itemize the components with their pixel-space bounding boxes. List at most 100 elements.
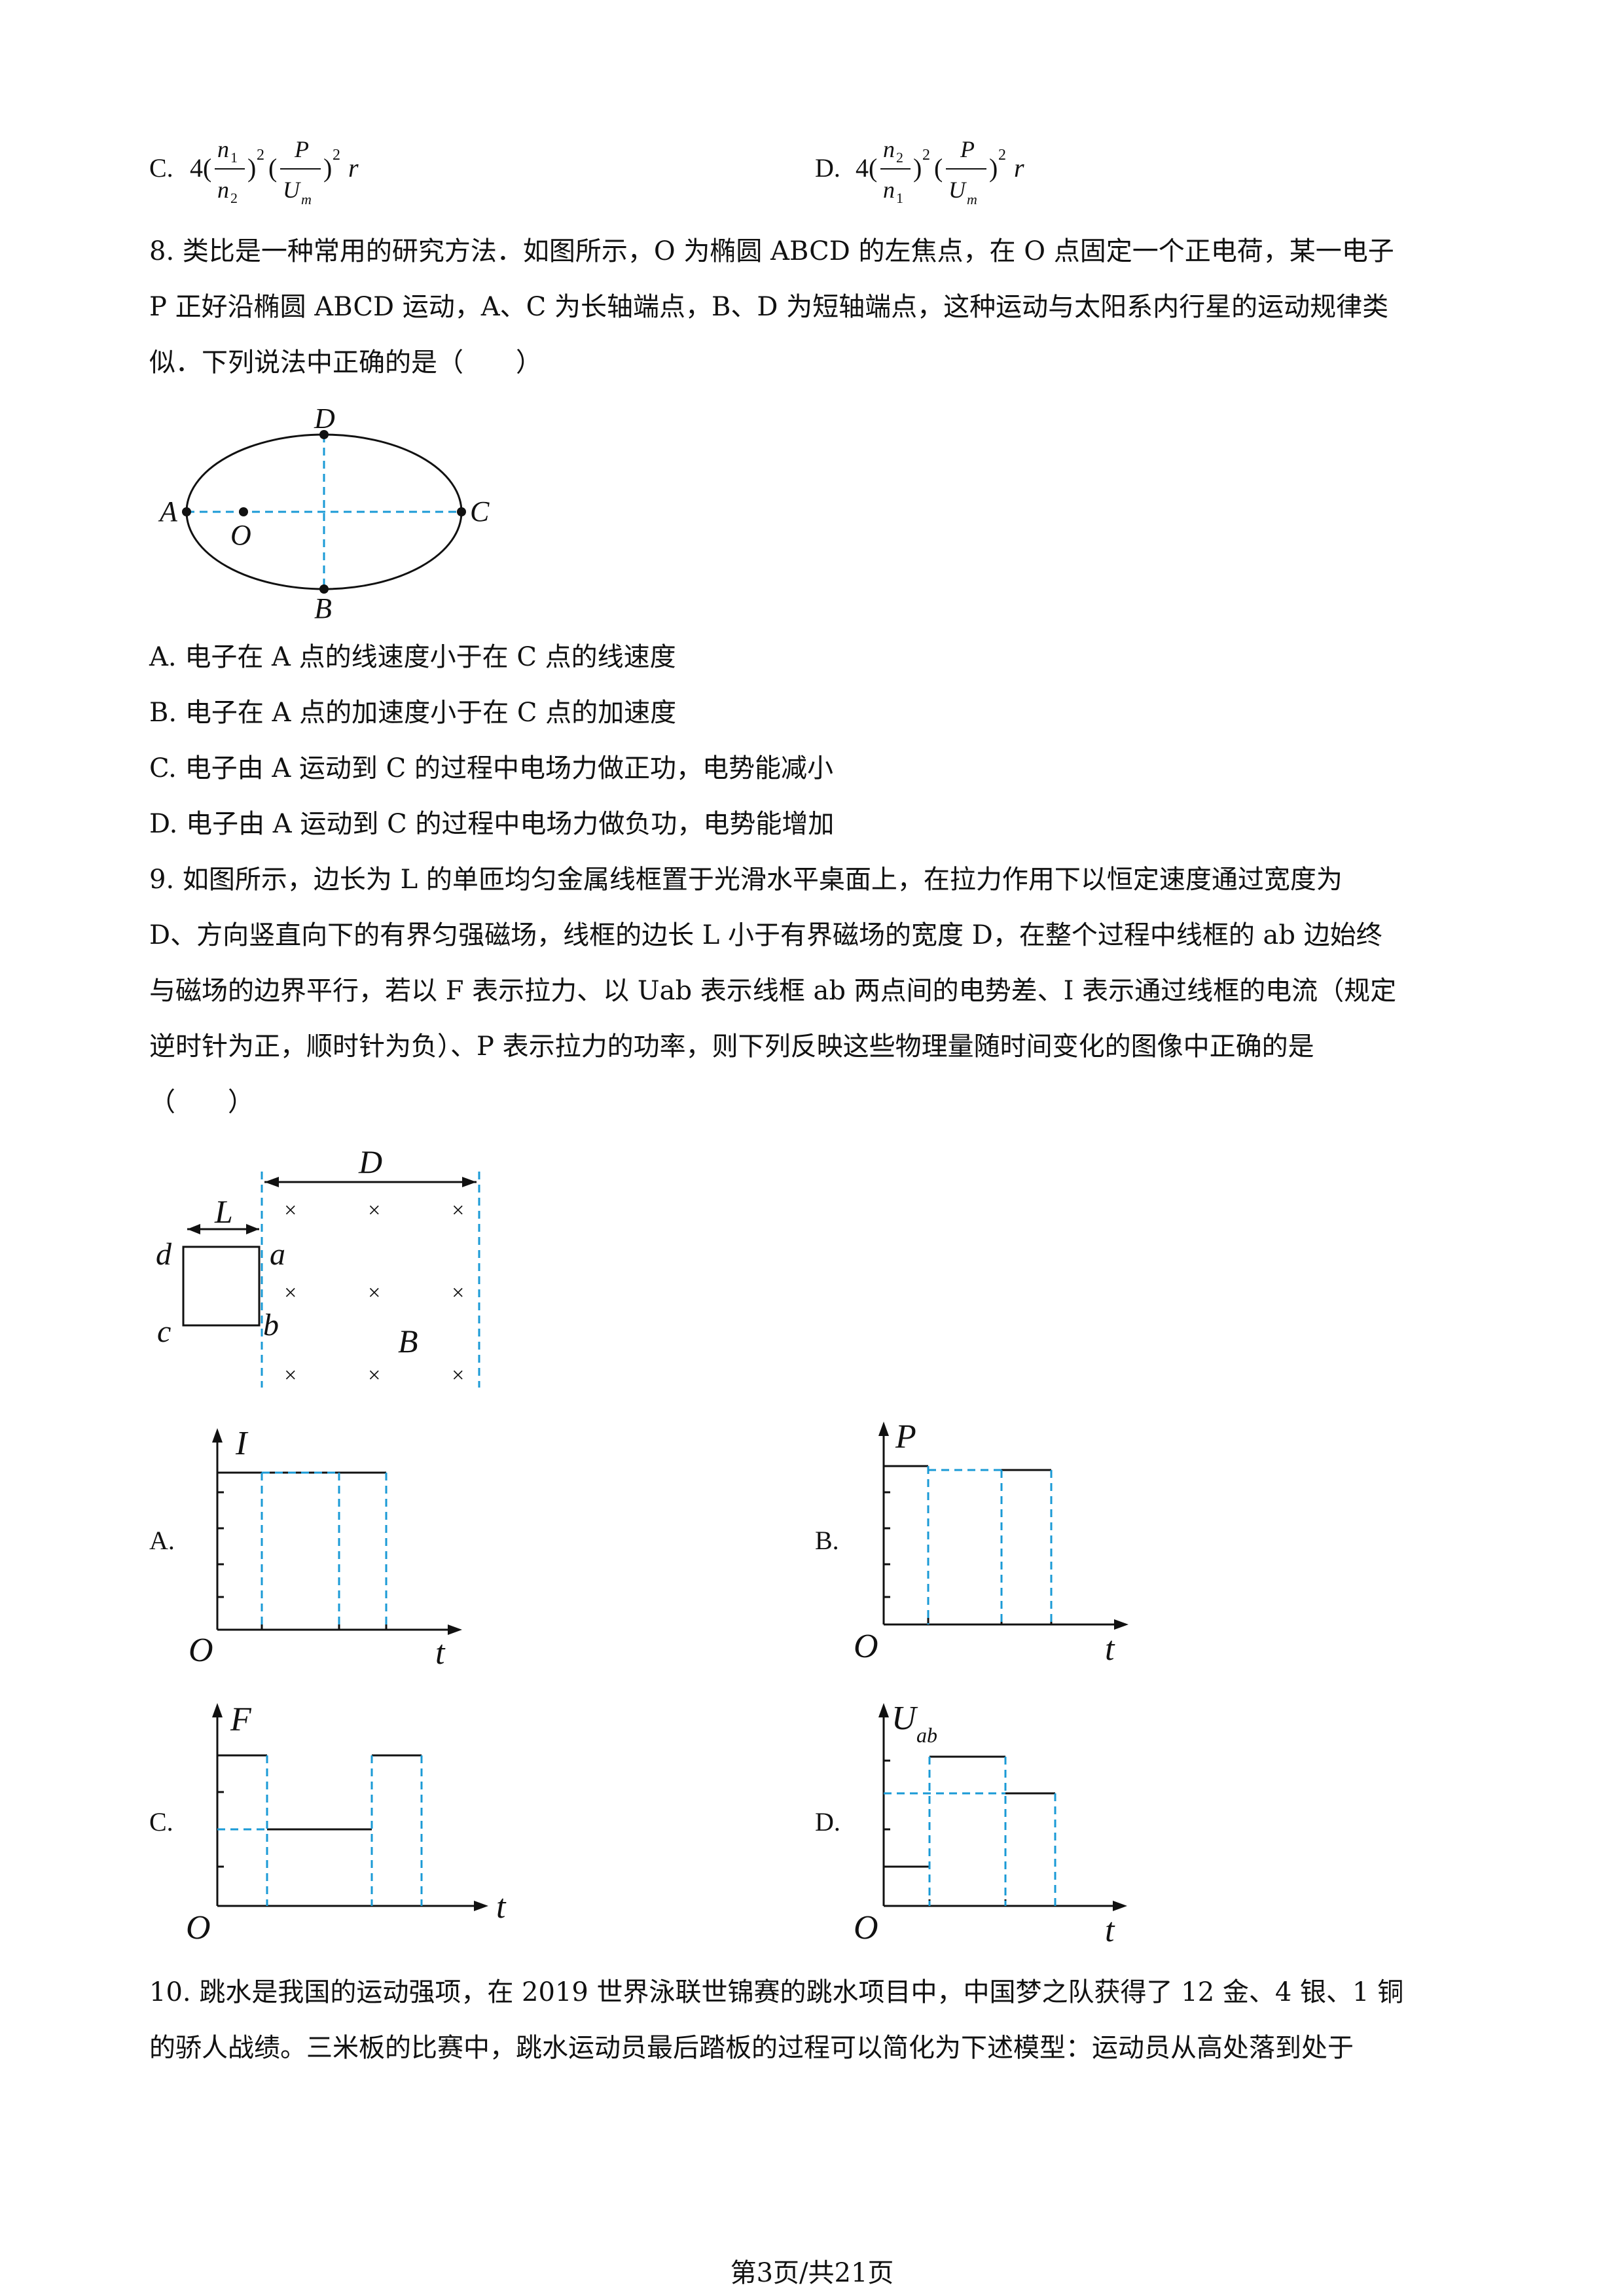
point-c	[457, 507, 466, 516]
option-c-label: C.	[149, 153, 173, 183]
width-arrow-left	[264, 1177, 279, 1187]
origin-label: O	[189, 1632, 213, 1669]
u-sub: m	[967, 191, 977, 207]
origin-label: O	[854, 1909, 878, 1946]
x-label: t	[435, 1634, 446, 1672]
n2-bot-sub: 2	[230, 190, 238, 206]
sq1: 2	[257, 147, 264, 164]
option-d-label: D.	[815, 153, 840, 183]
label-a: A	[158, 495, 178, 528]
y-label: I	[235, 1425, 249, 1462]
y-label: U	[892, 1700, 918, 1737]
coef: 4(	[190, 153, 211, 183]
q9-option-b-label: B.	[815, 1526, 839, 1555]
label-l: L	[214, 1193, 233, 1230]
l-arrow-right	[246, 1224, 259, 1234]
origin-label: O	[186, 1909, 211, 1946]
label-c: C	[470, 495, 490, 528]
n1-top-sub: 1	[230, 149, 238, 166]
point-o	[239, 507, 248, 516]
q9-graph-d: U ab O t	[854, 1700, 1127, 1949]
sq2: 2	[998, 147, 1006, 164]
y-arrow	[212, 1428, 223, 1443]
label-width-d: D	[358, 1145, 382, 1180]
q8-option-b: B. 电子在 A 点的加速度小于在 C 点的加速度	[149, 698, 677, 728]
u-bot: U	[283, 177, 301, 203]
page-footer: 第3页/共21页	[730, 2258, 894, 2288]
open2: (	[934, 153, 943, 183]
label-d: D	[314, 403, 335, 435]
q10-stem-line1: 10. 跳水是我国的运动强项，在 2019 世界泳联世锦赛的跳水项目中，中国梦之…	[149, 1977, 1404, 2007]
u-sub: m	[301, 191, 312, 207]
q9-option-a-label: A.	[149, 1526, 175, 1555]
field-crosses: × × × × × × × × ×	[283, 1198, 465, 1388]
q7-option-d: D. 4( n 2 n 1 ) 2 ( P U m ) 2 r	[815, 131, 1142, 216]
x-label: t	[1105, 1912, 1115, 1949]
q8-stem-line3: 似．下列说法中正确的是（ ）	[149, 348, 542, 378]
label-a-corner: a	[270, 1237, 285, 1272]
cross: ×	[283, 1363, 298, 1388]
y-label-sub: ab	[916, 1723, 937, 1747]
q9-graph-b: P O t	[854, 1418, 1128, 1668]
y-label: P	[895, 1418, 916, 1456]
q9-stem-line3: 与磁场的边界平行，若以 F 表示拉力、以 Uab 表示线框 ab 两点间的电势差…	[149, 976, 1397, 1006]
q8-stem-line1: 8. 类比是一种常用的研究方法．如图所示，O 为椭圆 ABCD 的左焦点，在 O…	[149, 236, 1394, 266]
point-a	[182, 507, 191, 516]
q8-stem-line2: P 正好沿椭圆 ABCD 运动，A、C 为长轴端点，B、D 为短轴端点，这种运动…	[149, 292, 1389, 322]
label-d-corner: d	[156, 1237, 172, 1272]
n1-bot-sub: 1	[896, 190, 903, 206]
close2: )	[323, 153, 332, 183]
q10-stem-line2: 的骄人战绩。三米板的比赛中，跳水运动员最后踏板的过程可以简化为下述模型：运动员从…	[149, 2033, 1354, 2063]
label-field-b: B	[398, 1323, 418, 1359]
x-label: t	[1105, 1630, 1115, 1668]
cross: ×	[450, 1363, 465, 1388]
cross: ×	[283, 1281, 298, 1305]
n1-top: n	[217, 136, 229, 162]
point-d	[319, 430, 329, 439]
x-arrow	[448, 1624, 462, 1635]
n2-bot: n	[217, 177, 229, 203]
point-b	[319, 584, 329, 594]
q7-option-c-formula: C. 4( n 1 n 2 ) 2 ( P U m ) 2 r	[149, 136, 359, 207]
q9-option-d-label: D.	[815, 1807, 840, 1837]
sq2: 2	[333, 147, 340, 164]
n1-bot: n	[883, 177, 895, 203]
close1: )	[913, 153, 922, 183]
cross: ×	[367, 1198, 382, 1223]
x-label: t	[496, 1888, 507, 1926]
label-b-corner: b	[263, 1308, 279, 1342]
wire-frame	[182, 1246, 261, 1327]
coef: 4(	[856, 153, 877, 183]
cross: ×	[450, 1281, 465, 1305]
width-arrow-right	[462, 1177, 477, 1187]
sq1: 2	[922, 147, 930, 164]
cross: ×	[283, 1198, 298, 1223]
q8-option-a: A. 电子在 A 点的线速度小于在 C 点的线速度	[149, 642, 676, 672]
n2-top-sub: 2	[896, 149, 903, 166]
cross: ×	[367, 1281, 382, 1305]
close1: )	[247, 153, 256, 183]
label-b: B	[314, 592, 332, 622]
q7-option-c: C. 4( n 1 n 2 ) 2 ( P U m ) 2 r	[149, 131, 477, 216]
q8-option-d: D. 电子由 A 运动到 C 的过程中电场力做负功，电势能增加	[149, 809, 835, 839]
r: r	[1014, 153, 1024, 183]
p-top: P	[294, 136, 309, 162]
q9-option-c-label: C.	[149, 1807, 173, 1837]
p-top: P	[960, 136, 975, 162]
origin-label: O	[854, 1628, 878, 1665]
close2: )	[989, 153, 998, 183]
q9-field-figure: D L d a c b B × × × × × × × × ×	[156, 1145, 480, 1388]
q9-graph-c: F O t	[186, 1701, 507, 1946]
q9-stem-line2: D、方向竖直向下的有界匀强磁场，线框的边长 L 小于有界磁场的宽度 D，在整个过…	[149, 920, 1382, 950]
open2: (	[268, 153, 277, 183]
label-o: O	[230, 519, 251, 551]
r: r	[348, 153, 359, 183]
q7-option-d-formula: D. 4( n 2 n 1 ) 2 ( P U m ) 2 r	[815, 136, 1024, 207]
l-arrow-left	[187, 1224, 200, 1234]
cross: ×	[450, 1198, 465, 1223]
y-label: F	[230, 1701, 252, 1738]
q9-graph-a: I O t	[189, 1425, 462, 1672]
n2-top: n	[883, 136, 895, 162]
q9-stem-line5: （ ）	[149, 1087, 254, 1117]
cross: ×	[367, 1363, 382, 1388]
